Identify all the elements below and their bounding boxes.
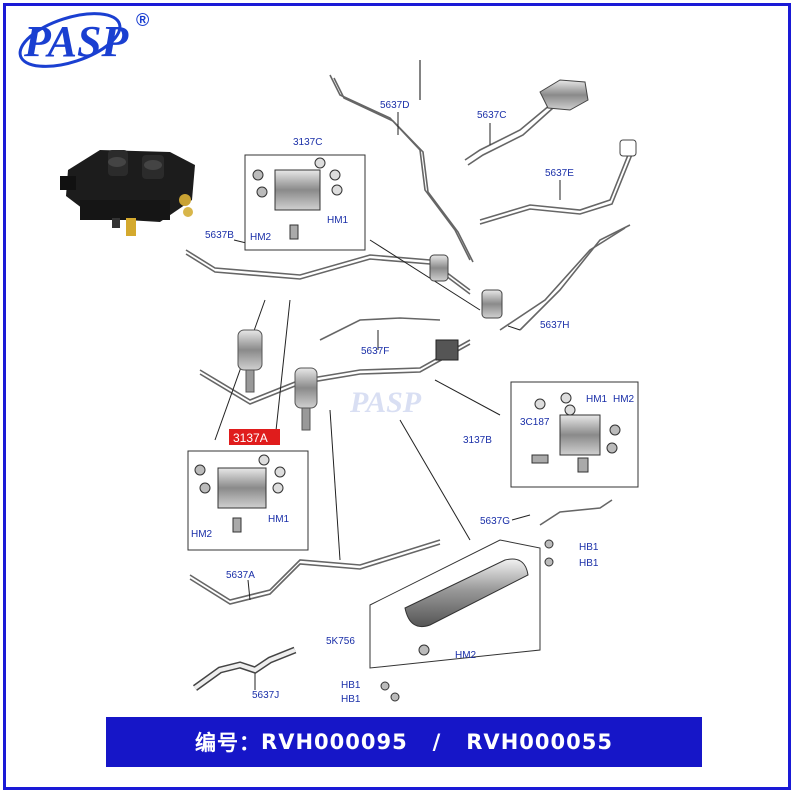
label-5637J: 5637J — [252, 690, 279, 701]
label-3137A-highlight: 3137A — [229, 429, 280, 445]
label-hm2-3137A: HM2 — [191, 529, 213, 540]
leader-lines — [214, 112, 561, 690]
label-5637G: 5637G — [480, 516, 510, 527]
part-number-prefix: 编号： — [195, 731, 262, 755]
valve-block-3137B-box — [510, 381, 639, 488]
watermark: PASP — [349, 386, 422, 419]
label-5637C: 5637C — [477, 110, 506, 121]
label-hb1-upper: HB1 — [579, 542, 599, 553]
air-strut-right — [294, 367, 318, 431]
label-5637E: 5637E — [545, 168, 574, 179]
reservoir-5K756-box — [369, 539, 554, 702]
part-number-separator: / — [407, 730, 467, 754]
label-3137C: 3137C — [293, 137, 322, 148]
registered-mark: ® — [136, 10, 149, 30]
label-5637F: 5637F — [361, 346, 389, 357]
label-5K756: 5K756 — [326, 636, 355, 647]
label-hm2-3137B: HM2 — [613, 394, 635, 405]
label-hm1-3137C: HM1 — [327, 215, 349, 226]
logo-text: PASP — [23, 17, 129, 66]
part-number-2: RVH000055 — [466, 730, 613, 754]
compressor-silencer — [539, 79, 637, 157]
label-5637A: 5637A — [226, 570, 255, 581]
label-hm2-reservoir: HM2 — [455, 650, 477, 661]
label-hb1-bottom-a: HB1 — [341, 680, 361, 691]
center-valve-units — [429, 254, 503, 361]
air-strut-left — [237, 329, 263, 393]
part-labels: 5637D 5637C 3137C 5637E 5637B HM1 HM2 56… — [191, 100, 635, 705]
label-5637H: 5637H — [540, 320, 569, 331]
label-hm1-3137B: HM1 — [586, 394, 608, 405]
pasp-logo: PASP ® — [18, 10, 149, 68]
valve-block-photo — [60, 150, 195, 236]
label-hm2-3137C: HM2 — [250, 232, 272, 243]
part-number-banner: 编号：RVH000095 / RVH000055 — [106, 717, 702, 767]
label-5637B: 5637B — [205, 230, 234, 241]
label-hb1-bottom-b: HB1 — [341, 694, 361, 705]
page-border — [3, 3, 791, 790]
label-5637D: 5637D — [380, 100, 409, 111]
hose-5637J — [192, 646, 297, 691]
pipe-lines — [185, 60, 634, 605]
label-3137A: 3137A — [233, 431, 268, 445]
label-hb1-lower: HB1 — [579, 558, 599, 569]
valve-block-3137A-box — [187, 450, 309, 551]
label-3137B: 3137B — [463, 435, 492, 446]
label-3C187: 3C187 — [520, 417, 550, 428]
valve-block-3137C-box — [244, 154, 366, 251]
part-number-1: RVH000095 — [261, 730, 408, 754]
label-hm1-3137A: HM1 — [268, 514, 290, 525]
